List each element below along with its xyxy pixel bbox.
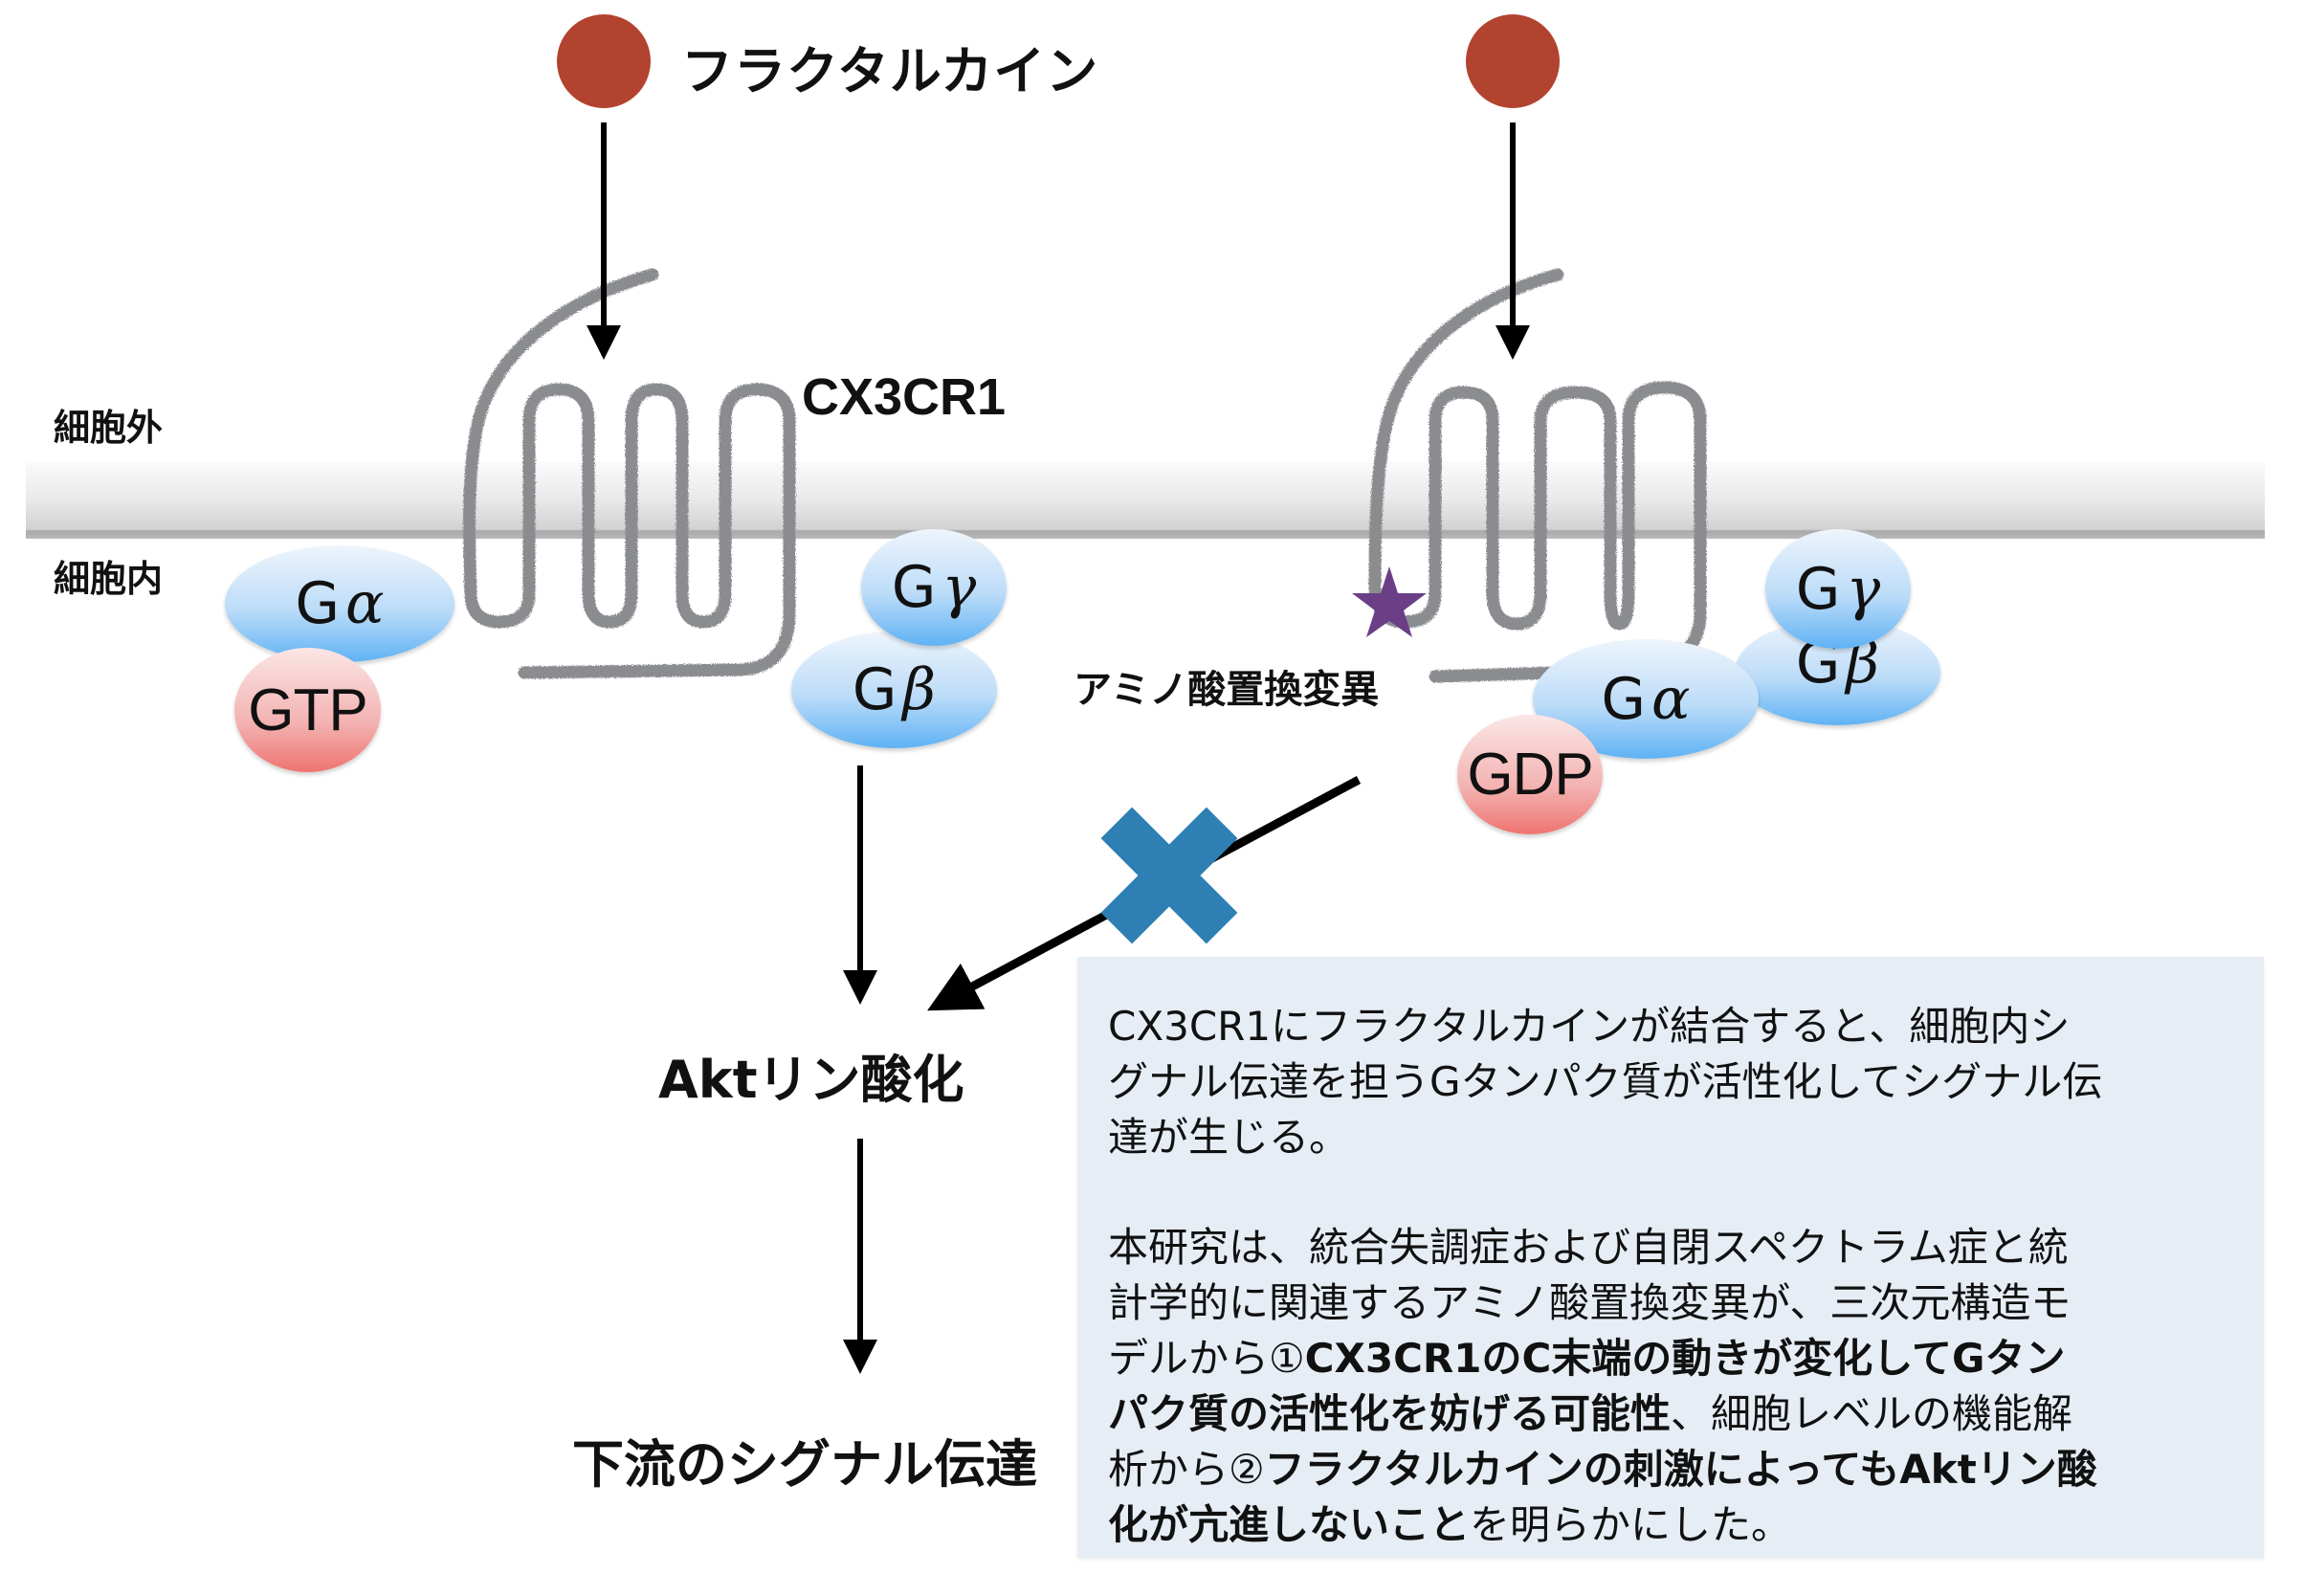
plain-text: 、細胞レベルの機能解 xyxy=(1671,1390,2073,1437)
plain-text: 計学的に関連するアミノ酸置換変異が、三次元構造モ xyxy=(1108,1279,2071,1326)
g-gamma-letter: G xyxy=(1795,555,1841,623)
intracellular-label: 細胞内 xyxy=(54,558,164,600)
receptor-cx3cr1-mutant xyxy=(1368,268,1707,683)
emphasized-text: パク質の活性化を妨げる可能性 xyxy=(1108,1390,1672,1437)
plain-text: デルから① xyxy=(1108,1335,1305,1382)
alpha-symbol: α xyxy=(344,570,385,637)
emphasized-text: 化が亢進しないこと xyxy=(1108,1501,1471,1548)
cell-membrane xyxy=(26,461,2265,539)
downstream-signaling-label: 下流のシグナル伝達 xyxy=(572,1434,1037,1495)
gamma-symbol: γ xyxy=(942,554,977,621)
g-alpha-letter: G xyxy=(1601,665,1646,733)
plain-text: 本研究は、統合失調症および自閉スペクトラム症と統 xyxy=(1108,1224,2069,1271)
extracellular-label: 細胞外 xyxy=(54,407,164,449)
paragraph-gap xyxy=(1108,1165,2264,1220)
summary-line: グナル伝達を担うGタンパク質が活性化してシグナル伝 xyxy=(1108,1058,2103,1105)
summary-line: 析から②フラクタルカインの刺激によってもAktリン酸 xyxy=(1108,1442,2264,1497)
fractalkine-ligand-icon xyxy=(1466,14,1560,108)
summary-textbox: CX3CR1にフラクタルカインが結合すると、細胞内シ グナル伝達を担うGタンパク… xyxy=(1077,957,2264,1558)
gtp-label: GTP xyxy=(248,676,367,743)
summary-line: パク質の活性化を妨げる可能性、細胞レベルの機能解 xyxy=(1108,1386,2264,1442)
fractalkine-ligand-icon xyxy=(557,14,651,108)
emphasized-text: フラクタルカインの刺激によってもAktリン酸 xyxy=(1264,1446,2097,1493)
plain-text: 析から② xyxy=(1108,1446,1265,1493)
gamma-symbol: γ xyxy=(1846,555,1881,623)
g-beta-letter: G xyxy=(852,656,897,723)
alpha-symbol: α xyxy=(1650,665,1691,733)
gtp-left: GTP xyxy=(234,648,381,772)
mutation-star-icon xyxy=(1352,566,1427,637)
receptor-label: CX3CR1 xyxy=(802,368,1007,426)
summary-line: 計学的に関連するアミノ酸置換変異が、三次元構造モ xyxy=(1108,1275,2264,1331)
summary-line: デルから①CX3CR1のC末端の動きが変化してGタン xyxy=(1108,1331,2264,1386)
plain-text: を明らかにした。 xyxy=(1470,1501,1792,1548)
ligand-label: フラクタルカイン xyxy=(681,41,1099,101)
summary-paragraph-2: 本研究は、統合失調症および自閉スペクトラム症と統計学的に関連するアミノ酸置換変異… xyxy=(1108,1220,2264,1553)
blocked-x-icon xyxy=(1100,807,1238,944)
gdp-label: GDP xyxy=(1467,742,1593,808)
summary-line: 本研究は、統合失調症および自閉スペクトラム症と統 xyxy=(1108,1220,2264,1275)
beta-symbol: β xyxy=(902,656,937,723)
akt-phosphorylation-label: Aktリン酸化 xyxy=(658,1050,964,1110)
mutation-label: アミノ酸置換変異 xyxy=(1074,668,1380,712)
gdp-right: GDP xyxy=(1457,715,1603,834)
receptor-cx3cr1-wildtype xyxy=(462,268,796,679)
summary-line: 化が亢進しないことを明らかにした。 xyxy=(1108,1497,2264,1553)
g-alpha-letter: G xyxy=(295,570,340,637)
g-gamma-letter: G xyxy=(891,554,937,621)
summary-line: CX3CR1にフラクタルカインが結合すると、細胞内シ xyxy=(1108,1003,2071,1050)
summary-line: 達が生じる。 xyxy=(1108,1114,1350,1161)
emphasized-text: CX3CR1のC末端の動きが変化してGタン xyxy=(1304,1335,2066,1382)
